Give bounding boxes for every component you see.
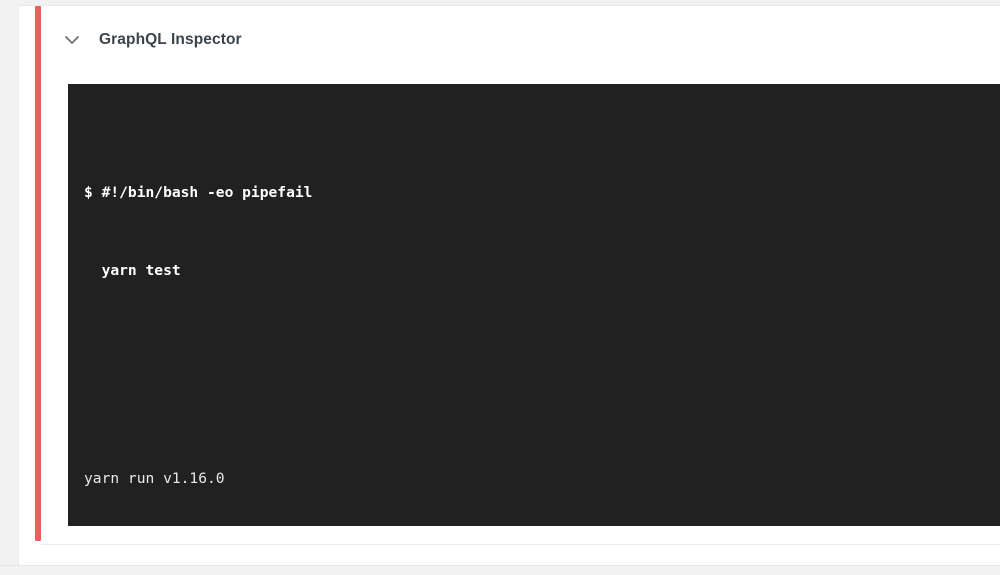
page-bottom-strip bbox=[0, 565, 1000, 575]
terminal-lines: $ #!/bin/bash -eo pipefail yarn test yar… bbox=[84, 102, 1000, 526]
check-run-card: GraphQL Inspector $ #!/bin/bash -eo pipe… bbox=[18, 5, 1000, 565]
log-line-command: $ #!/bin/bash -eo pipefail bbox=[84, 184, 313, 201]
step-header[interactable]: GraphQL Inspector bbox=[41, 6, 1000, 74]
card-footer bbox=[41, 545, 1000, 565]
terminal-log-output[interactable]: $ #!/bin/bash -eo pipefail yarn test yar… bbox=[68, 84, 1000, 526]
step-divider bbox=[41, 544, 1000, 545]
page-left-gutter bbox=[0, 0, 18, 575]
step-title: GraphQL Inspector bbox=[99, 31, 242, 48]
log-line-command: yarn test bbox=[84, 262, 181, 279]
step-status-rail bbox=[35, 6, 41, 541]
log-line-output: yarn run v1.16.0 bbox=[84, 470, 225, 487]
chevron-down-icon[interactable] bbox=[59, 27, 85, 53]
log-line-blank bbox=[84, 362, 1000, 388]
